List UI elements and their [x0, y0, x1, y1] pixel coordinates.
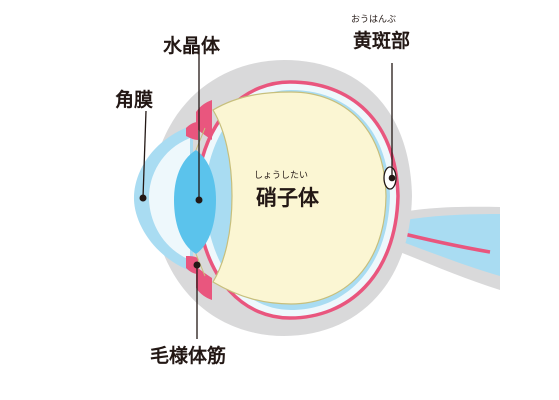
vitreous-body — [212, 91, 387, 305]
label-vitreous: 硝子体 — [256, 186, 320, 210]
lens-leader-dot — [195, 196, 203, 204]
label-vitreous-ruby: しょうしたい — [254, 170, 308, 181]
label-macula: 黄斑部 — [353, 29, 410, 52]
label-lens: 水晶体 — [163, 34, 221, 57]
label-cornea: 角膜 — [115, 88, 153, 111]
leader-lines — [139, 54, 396, 339]
cornea-leader-dot — [139, 194, 147, 202]
optic-nerve — [385, 206, 500, 290]
ciliary-leader-dot — [193, 261, 201, 269]
label-macula-ruby: おうはんぶ — [351, 14, 396, 25]
lens-shape — [174, 150, 216, 254]
label-ciliary-muscle: 毛様体筋 — [150, 344, 226, 367]
macula-leader-dot — [388, 174, 396, 182]
ciliary-body — [186, 100, 212, 300]
choroid — [194, 80, 400, 320]
